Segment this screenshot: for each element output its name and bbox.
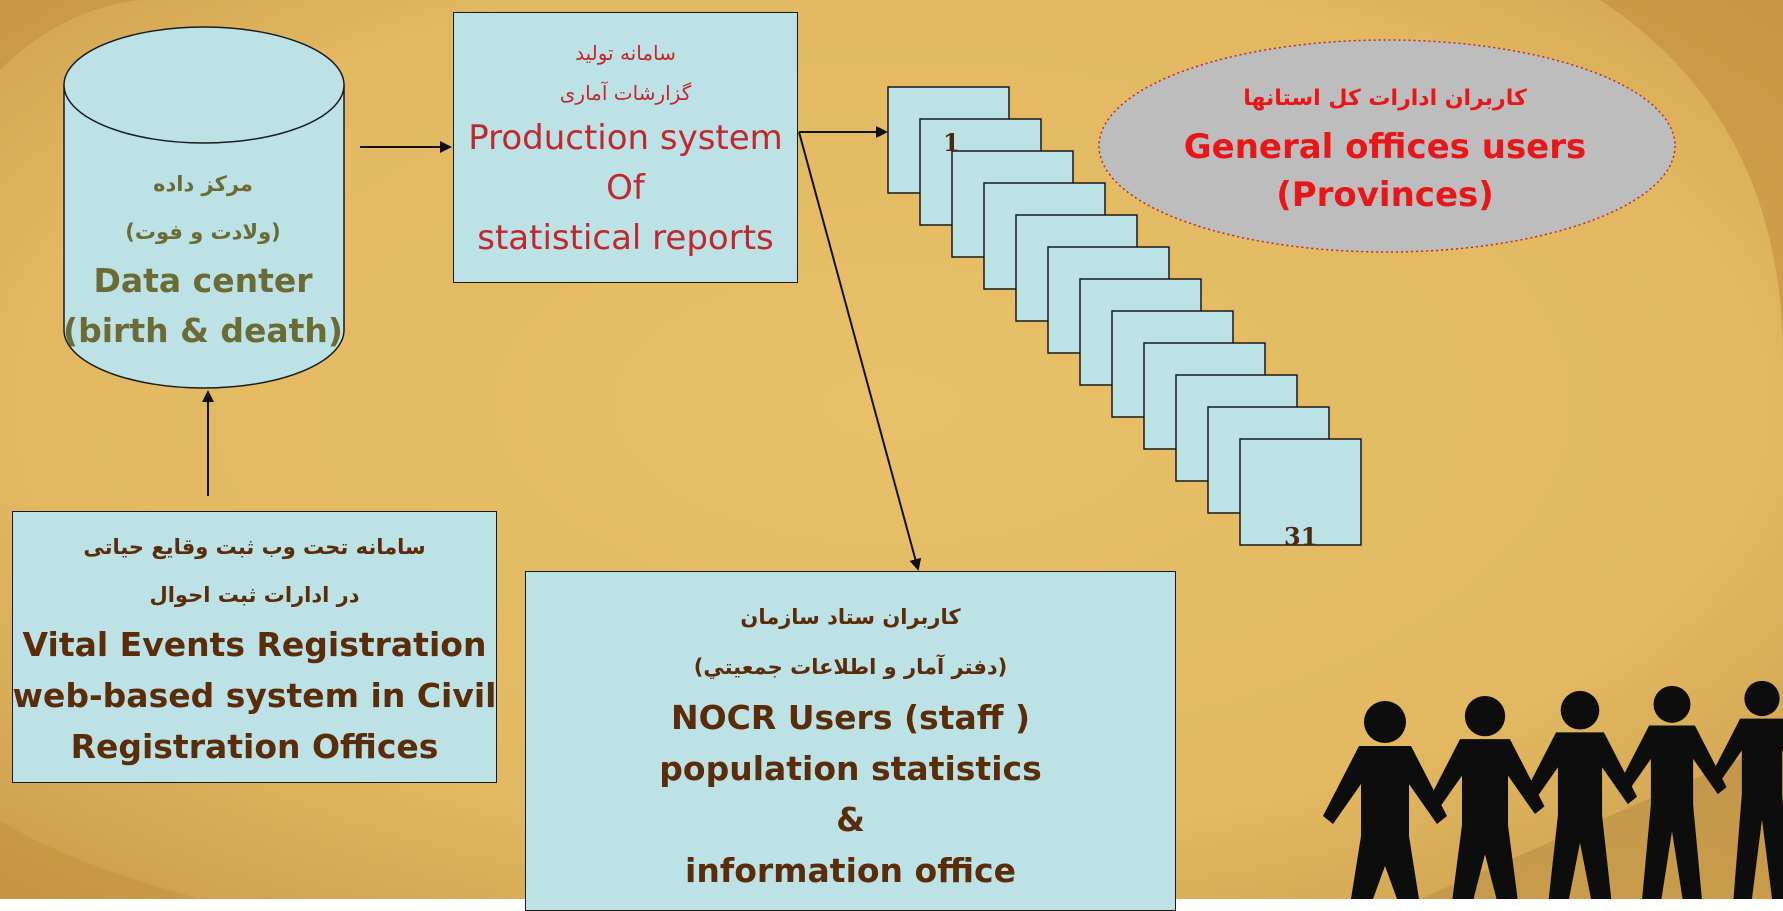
general-offices-label: کاربران ادارات کل استانها General office…: [1100, 75, 1670, 219]
person-body: [1617, 725, 1727, 899]
person-body: [1425, 739, 1545, 899]
production-title-fa-1: سامانه تولید: [575, 40, 676, 65]
nocr-title-fa-1: کاربران ستاد سازمان: [740, 605, 961, 629]
nocr-users-box: کاربران ستاد سازمان (دفتر آمار و اطلاعات…: [525, 571, 1176, 911]
vital-events-box: سامانه تحت وب ثبت وقایع حیاتی در ادارات …: [12, 511, 497, 783]
production-title-fa-2: گزارشات آماری: [559, 80, 692, 105]
general-offices-ellipse: [1098, 39, 1676, 253]
vital-title-en-3: Registration Offices: [70, 726, 439, 766]
general-title-en-1: General offices users: [1183, 127, 1587, 167]
report-page-first-label: 1: [943, 128, 960, 157]
person-head: [1464, 695, 1506, 737]
person-head: [1560, 690, 1600, 730]
person-head: [1364, 701, 1406, 743]
data-center-title-en: Data center: [93, 261, 313, 300]
report-pages-stack: [887, 86, 1362, 546]
person-body: [1709, 718, 1783, 899]
person-body: [1323, 746, 1447, 899]
production-title-en-2: Of: [606, 167, 645, 208]
data-center-subtitle-en: (birth & death): [63, 311, 343, 350]
person-head: [1653, 685, 1691, 723]
production-title-en-3: statistical reports: [477, 217, 774, 258]
data-center-cylinder: [63, 26, 345, 389]
production-title-en-1: Production system: [468, 117, 783, 158]
vital-title-en-2: web-based system in Civil: [12, 675, 497, 715]
nocr-title-en-1: NOCR Users (staff ): [670, 698, 1031, 737]
vital-title-fa-2: در ادارات ثبت احوال: [149, 582, 360, 607]
data-center-subtitle-fa: (ولادت و فوت): [125, 220, 281, 244]
data-center-label: مرکز داده (ولادت و فوت) Data center (bir…: [58, 160, 348, 356]
data-center-title-fa: مرکز داده: [153, 172, 253, 196]
person-head: [1744, 680, 1780, 717]
nocr-title-en-4: information office: [685, 851, 1016, 890]
arrow-production-to-nocr: [798, 131, 922, 571]
nocr-title-fa-2: (دفتر آمار و اطلاعات جمعيتي): [693, 655, 1008, 679]
vital-title-fa-1: سامانه تحت وب ثبت وقایع حیاتی: [83, 534, 426, 559]
report-page-last-label: 31: [1284, 522, 1318, 551]
nocr-title-en-2: population statistics: [659, 749, 1042, 788]
general-title-fa: کاربران ادارات کل استانها: [1243, 86, 1527, 111]
people-holding-hands-icon: [1310, 680, 1783, 899]
production-system-box: سامانه تولید گزارشات آماری Production sy…: [453, 12, 798, 283]
report-page: [1239, 438, 1362, 546]
person-body: [1522, 732, 1638, 899]
general-title-en-2: (Provinces): [1276, 175, 1494, 215]
vital-title-en-1: Vital Events Registration: [22, 624, 487, 664]
nocr-title-en-3: &: [836, 800, 865, 839]
